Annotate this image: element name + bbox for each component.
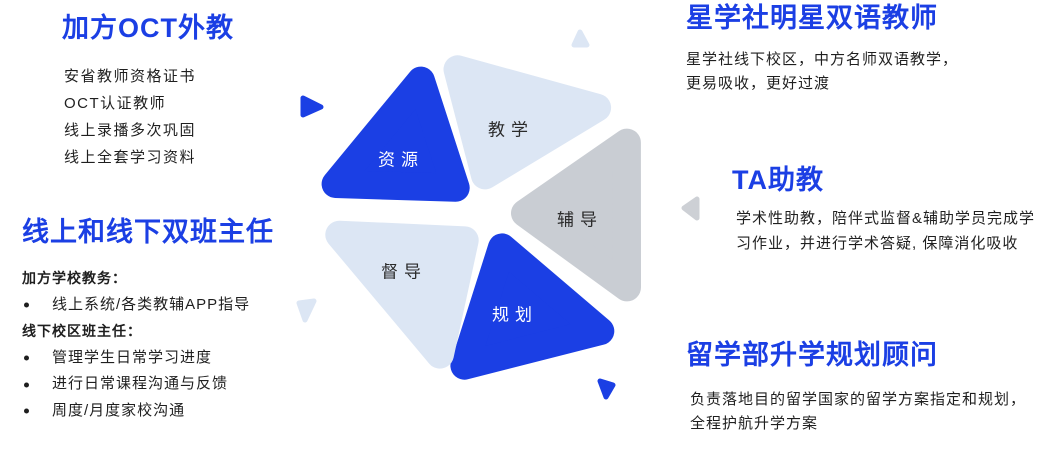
segment-supervision: 督导	[325, 220, 479, 369]
group-heading: 加方学校教务：	[22, 270, 127, 286]
list-item-text: 周度/月度家校沟通	[52, 401, 186, 419]
segment-planning-label: 规划	[492, 306, 538, 325]
bullet-icon	[24, 355, 29, 361]
class-teacher-list: 加方学校教务： 线上系统/各类教辅APP指导 线下校区班主任： 管理学生日常学习…	[22, 265, 250, 425]
segment-tutoring-shape	[511, 128, 641, 302]
study-abroad-advisor-line: 全程护航升学方案	[690, 415, 819, 432]
study-abroad-advisor-description: 负责落地目的留学国家的留学方案指定和规划， 全程护航升学方案	[690, 388, 1026, 436]
list-item: 进行日常课程沟通与反馈	[22, 371, 250, 398]
segment-tutoring-label: 辅导	[557, 211, 603, 230]
teaching-assistant-description: 学术性助教，陪伴式监督&辅助学员完成学 习作业，并进行学术答疑, 保障消化吸收	[736, 206, 1035, 256]
bullet-icon	[24, 302, 29, 308]
segment-resources-shape	[321, 66, 470, 202]
bilingual-teacher-line: 更易吸收，更好过渡	[686, 75, 831, 92]
study-abroad-advisor-title: 留学部升学规划顾问	[686, 340, 938, 370]
oct-teacher-title: 加方OCT外教	[62, 13, 234, 43]
list-item: 管理学生日常学习进度	[22, 345, 250, 372]
decor-triangle-light-top	[571, 29, 590, 48]
group-heading: 线下校区班主任：	[22, 323, 142, 340]
list-item-text: 进行日常课程沟通与反馈	[52, 375, 229, 393]
list-item: 周度/月度家校沟通	[22, 398, 250, 425]
decor-triangle-blue-left	[300, 95, 324, 118]
bullet-icon	[24, 408, 29, 414]
bilingual-teacher-title: 星学社明星双语教师	[686, 3, 938, 33]
list-item: 线上系统/各类教辅APP指导	[22, 292, 250, 319]
decor-triangle-blue-bottom	[597, 378, 616, 400]
segment-teaching-shape	[443, 55, 612, 190]
study-abroad-advisor-line: 负责落地目的留学国家的留学方案指定和规划，	[690, 391, 1027, 408]
segment-supervision-label: 督导	[381, 263, 427, 282]
segment-supervision-shape	[325, 220, 479, 369]
class-teacher-title: 线上和线下双班主任	[22, 217, 274, 247]
bilingual-teacher-line: 星学社线下校区，中方名师双语教学，	[686, 51, 959, 68]
segment-teaching-label: 教学	[488, 121, 534, 140]
oct-teacher-line: 线上全套学习资料	[64, 149, 197, 166]
teaching-assistant-line: 学术性助教，陪伴式监督&辅助学员完成学	[736, 210, 1036, 227]
bilingual-teacher-description: 星学社线下校区，中方名师双语教学， 更易吸收，更好过渡	[686, 48, 958, 96]
list-item-text: 管理学生日常学习进度	[52, 348, 213, 366]
oct-teacher-line: 安省教师资格证书	[64, 68, 197, 85]
bullet-icon	[24, 382, 29, 388]
oct-teacher-line: 线上录播多次巩固	[64, 122, 197, 139]
segment-planning: 规划	[450, 233, 615, 380]
segment-tutoring: 辅导	[511, 128, 641, 302]
teaching-assistant-line: 习作业，并进行学术答疑, 保障消化吸收	[736, 235, 1019, 252]
oct-teacher-description: 安省教师资格证书 OCT认证教师 线上录播多次巩固 线上全套学习资料	[64, 63, 196, 171]
segment-resources-label: 资源	[378, 151, 424, 170]
teaching-assistant-title: TA助教	[732, 165, 824, 195]
segment-teaching: 教学	[443, 55, 612, 190]
list-item-text: 线上系统/各类教辅APP指导	[52, 295, 251, 313]
segment-planning-shape	[450, 233, 615, 380]
decor-triangle-light-left	[296, 298, 317, 323]
segment-resources: 资源	[321, 66, 470, 202]
decor-triangle-gray-right	[681, 196, 700, 221]
oct-teacher-line: OCT认证教师	[64, 95, 167, 112]
